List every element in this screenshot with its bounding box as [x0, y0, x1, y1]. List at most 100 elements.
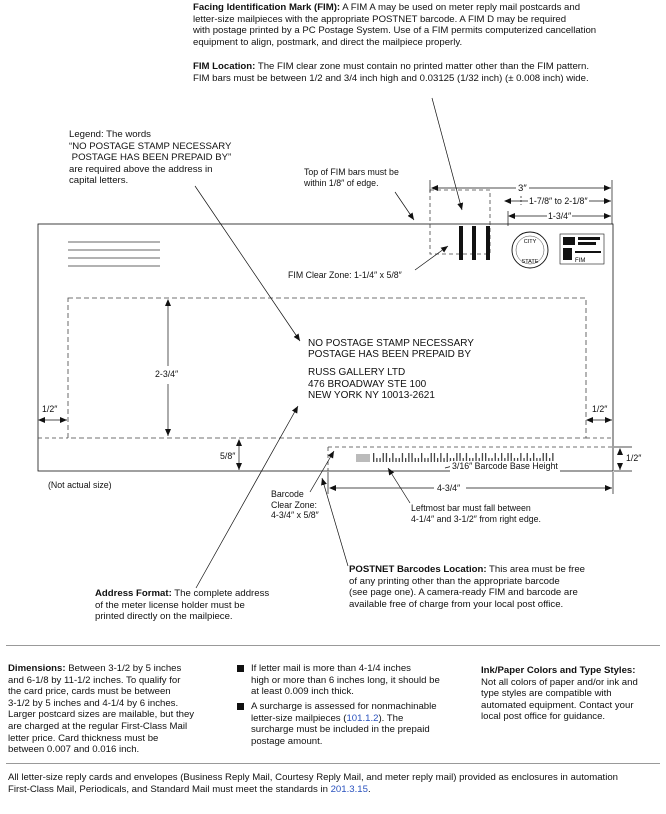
- fim-location-paragraph: FIM Location: The FIM clear zone must co…: [193, 61, 589, 84]
- envelope-diagram: CITY STATE FIM: [37, 97, 632, 589]
- dimensions-line: the card price, cards must be between: [8, 686, 171, 698]
- address-format-title: Address Format:: [95, 588, 172, 599]
- leader-lines: [194, 97, 464, 589]
- barcode-bar: [472, 458, 474, 462]
- barcode-lead-block: [356, 454, 370, 462]
- fim-line: A FIM A may be used on meter reply mail …: [340, 2, 581, 13]
- dimensions-line: are charged at the regular First-Class M…: [8, 720, 188, 732]
- barcode-bar: [459, 453, 461, 462]
- barcode-bar: [401, 453, 404, 462]
- legend-line: POSTAGE HAS BEEN PREPAID BY”: [69, 152, 232, 164]
- bullet-square-icon: [237, 665, 244, 672]
- envelope-outline: [37, 223, 614, 472]
- ink-title: Ink/Paper Colors and Type Styles:: [481, 665, 636, 676]
- postnet-barcode: [356, 453, 554, 462]
- barcode-bar: [437, 458, 439, 462]
- meter-stamp-icon: FIM: [559, 233, 605, 265]
- barcode-bar: [539, 458, 541, 462]
- fim-location-line: FIM bars must be between 1/2 and 3/4 inc…: [193, 72, 589, 84]
- divider: [6, 645, 660, 646]
- barcode-bar: [389, 458, 391, 462]
- bullet-line: If letter mail is more than 4-1/4 inches: [251, 663, 411, 674]
- footer-line: First-Class Mail, Periodicals, and Stand…: [8, 783, 331, 795]
- not-actual-size: (Not actual size): [48, 480, 112, 490]
- barcode-bar: [430, 453, 432, 462]
- bullet-line: high or more than 6 inches long, it shou…: [251, 674, 440, 686]
- fim-top-note: Top of FIM bars must be within 1/8″ of e…: [304, 167, 399, 188]
- barcode-bar: [421, 453, 423, 462]
- dim-label-range: 1-7/8″ to 2-1/8″: [528, 196, 589, 208]
- barcode-bar: [504, 458, 506, 462]
- fim-line: with postage printed by a PC Postage Sys…: [193, 25, 597, 37]
- barcode-bar: [475, 453, 477, 462]
- leftmost-bar-line: Leftmost bar must fall between: [411, 503, 531, 513]
- postmark-state: STATE: [522, 259, 539, 265]
- link-201-3-15[interactable]: 201.3.15: [330, 783, 368, 795]
- barcode-bar: [507, 453, 509, 462]
- barcode-bar: [373, 453, 375, 462]
- dim-label-half-barcode: 1/2″: [626, 453, 642, 463]
- fim-clear-zone-label: FIM Clear Zone: 1-1/4″ x 5/8″: [288, 270, 402, 280]
- address-zone: [67, 297, 587, 439]
- barcode-bar: [395, 458, 397, 462]
- barcode-bar: [510, 453, 512, 462]
- address-format-line: printed directly on the mailpiece.: [95, 611, 233, 623]
- fim-paragraph: Facing Identification Mark (FIM): A FIM …: [193, 2, 596, 48]
- barcode-clear-zone-label: Barcode Clear Zone: 4-3/4″ x 5/8″: [271, 489, 319, 521]
- postmark-icon: CITY STATE: [511, 231, 549, 269]
- legend-line: are required above the address in: [69, 163, 213, 175]
- address-line: NO POSTAGE STAMP NECESSARY: [308, 338, 474, 349]
- barcode-base-label: 3/16″ Barcode Base Height: [450, 461, 560, 473]
- barcode-bar: [520, 453, 522, 462]
- dim-label-4-3-4: 4-3/4″: [437, 483, 461, 493]
- barcode-bar: [497, 458, 500, 462]
- ink-line: local post office for guidance.: [481, 711, 606, 723]
- dimensions-line: between 0.007 and 0.016 inch.: [8, 744, 140, 756]
- return-address-lines: [68, 241, 160, 267]
- dim-label-1-3-4: 1-3/4″: [547, 211, 573, 223]
- barcode-bar: [491, 458, 493, 462]
- barcode-bar: [536, 458, 538, 462]
- dimensions-line: 3-1/2 by 5 inches and 4-1/4 by 6 inches.: [8, 697, 179, 709]
- barcode-bar: [414, 458, 416, 462]
- address-format-paragraph: Address Format: The complete address of …: [95, 588, 269, 623]
- barcode-bar: [433, 453, 436, 462]
- bullet-line: surcharge must be included in the prepai…: [251, 724, 430, 736]
- postnet-line: available free of charge from your local…: [349, 598, 564, 610]
- fim-top-note-line: Top of FIM bars must be: [304, 167, 399, 177]
- fim-top-note-line: within 1/8″ of edge.: [304, 177, 379, 188]
- barcode-bar: [545, 453, 548, 462]
- barcode-bar: [533, 453, 535, 462]
- barcode-bar: [549, 458, 551, 462]
- postnet-line: (see page one). A camera-ready FIM and b…: [349, 587, 578, 599]
- leftmost-bar-line: 4-1/4″ and 3-1/2″ from right edge.: [411, 513, 541, 524]
- leftmost-bar-note: Leftmost bar must fall between 4-1/4″ an…: [411, 503, 541, 524]
- postnet-paragraph: POSTNET Barcodes Location: This area mus…: [349, 564, 585, 610]
- bullet-thickness: If letter mail is more than 4-1/4 inches…: [237, 663, 467, 698]
- barcode-bar: [501, 453, 503, 462]
- barcode-bar: [376, 458, 378, 462]
- barcode-bar: [542, 453, 544, 462]
- dimensions-line: and 6-1/8 by 11-1/2 inches. To qualify f…: [8, 674, 181, 686]
- bullet-line: postage amount.: [251, 735, 323, 747]
- barcode-bar: [440, 453, 442, 462]
- barcode-bar: [449, 458, 452, 462]
- fim-location-title: FIM Location:: [193, 61, 256, 72]
- bullet-line: A surcharge is assessed for nonmachinabl…: [251, 701, 437, 712]
- link-101-1-2[interactable]: 101.1.2: [346, 712, 379, 724]
- barcode-bar: [517, 458, 519, 462]
- meter-stamp-text: FIM: [575, 258, 585, 264]
- legend-line: capital letters.: [69, 175, 129, 187]
- barcode-bar: [488, 458, 490, 462]
- barcode-bar: [494, 453, 496, 462]
- barcode-bar: [481, 453, 484, 462]
- ink-line: automated equipment. Contact your: [481, 699, 634, 711]
- barcode-bar: [405, 458, 407, 462]
- bullet-line: ). The: [378, 712, 404, 724]
- barcode-bar: [462, 458, 464, 462]
- barcode-clear-line: 4-3/4″ x 5/8″: [271, 510, 319, 520]
- fim-title: Facing Identification Mark (FIM):: [193, 2, 341, 13]
- address-format-line: The complete address: [171, 588, 270, 599]
- postnet-line: This area must be free: [486, 564, 586, 575]
- barcode-bar: [443, 458, 445, 462]
